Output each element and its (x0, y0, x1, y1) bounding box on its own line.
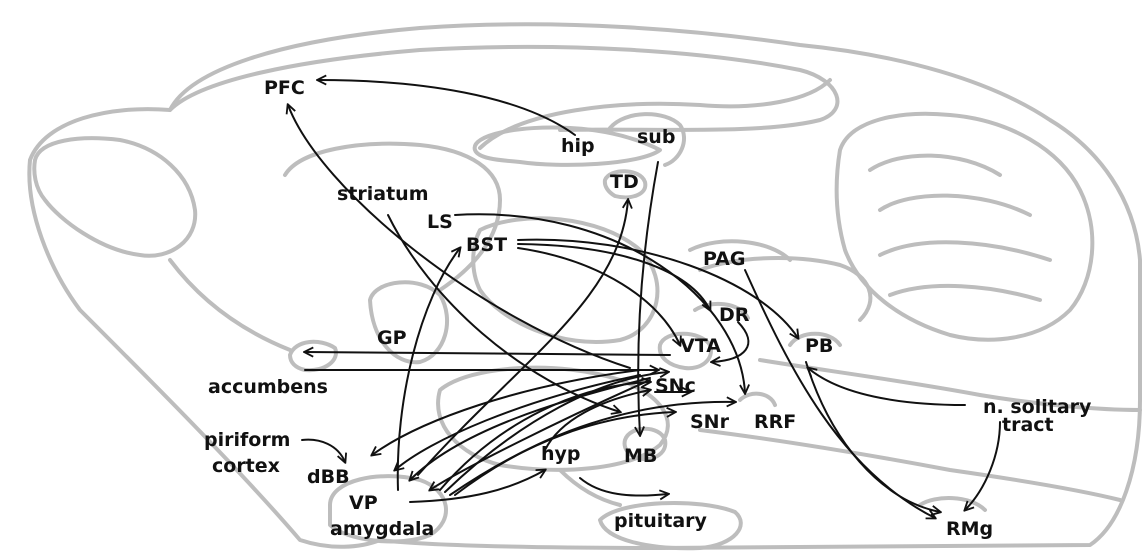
label-mb: MB (624, 445, 657, 467)
accumbens-region (290, 342, 336, 370)
label-accumbens: accumbens (208, 376, 328, 398)
label-amygdala: amygdala (330, 518, 434, 540)
label-cortex: cortex (212, 455, 280, 477)
cerebellum-outer (837, 114, 1093, 340)
arrow-pag-to-rmg (745, 270, 935, 518)
label-sub: sub (637, 126, 675, 148)
pituitary-stalk (560, 470, 620, 505)
label-hip: hip (561, 135, 595, 157)
label-pituitary: pituitary (614, 510, 708, 532)
label-gp: GP (377, 327, 407, 349)
arrow-piriform-to-dbb (302, 440, 345, 462)
arrow-nts-to-rmg (965, 422, 1000, 510)
label-hyp: hyp (541, 443, 581, 465)
cerebellum-folia-2 (880, 196, 1030, 215)
label-dr: DR (719, 304, 750, 326)
label-dbb: dBB (307, 466, 350, 488)
label-rrf: RRF (754, 411, 796, 433)
brain-outline (29, 24, 1140, 548)
label-piriform: piriform (204, 429, 290, 451)
olfactory-tract (170, 260, 290, 350)
striatum-region (285, 144, 500, 290)
label-snc: SNc (655, 375, 696, 397)
label-ls: LS (427, 211, 453, 233)
rmg-region (920, 498, 985, 510)
label-bst: BST (466, 234, 507, 256)
arrow-hyp-to-snc (545, 390, 650, 450)
arrow-vta-to-accumbens (305, 352, 670, 355)
label-vp: VP (349, 492, 378, 514)
label-rmg: RMg (946, 518, 993, 540)
label-pag: PAG (703, 248, 745, 270)
label-tract: tract (1002, 414, 1054, 436)
olfactory-bulb (34, 138, 195, 256)
rrf-region (740, 394, 775, 405)
cerebellum-folia-3 (880, 242, 1050, 260)
brainstem-lower (700, 430, 1120, 500)
label-td: TD (610, 171, 639, 193)
label-pb: PB (805, 335, 833, 357)
cerebellum-folia-4 (890, 286, 1040, 300)
label-vta: VTA (680, 335, 721, 357)
cerebellum-folia-1 (870, 156, 1000, 175)
gp-region (370, 282, 447, 362)
label-pfc: PFC (264, 77, 305, 99)
label-snr: SNr (690, 411, 730, 433)
label-striatum: striatum (337, 183, 429, 205)
